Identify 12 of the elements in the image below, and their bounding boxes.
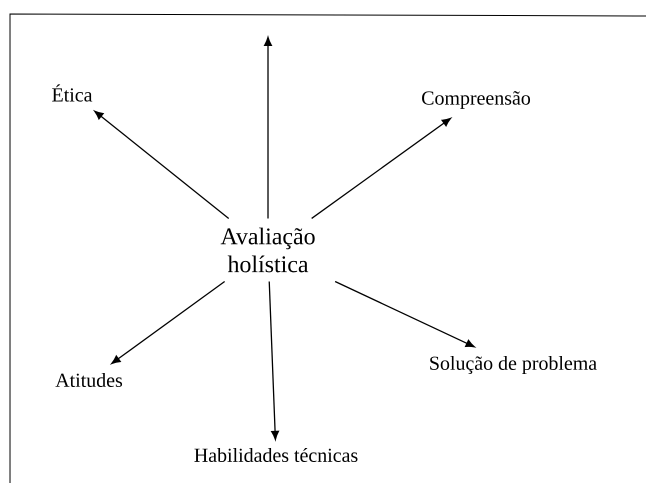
arrow [111, 280, 226, 364]
branch-label: Atitudes [55, 372, 122, 387]
arrow [264, 36, 272, 218]
arrow [311, 118, 452, 219]
arrow [94, 110, 230, 219]
center-label: Avaliação holística [220, 228, 315, 272]
branch-label: Solução de problema [430, 356, 597, 374]
branch-label: Ética [52, 84, 92, 102]
arrow [334, 280, 475, 348]
branch-label: Habilidades técnicas [194, 448, 358, 462]
arrow [268, 281, 280, 440]
branch-label: Compreensão [422, 91, 530, 109]
